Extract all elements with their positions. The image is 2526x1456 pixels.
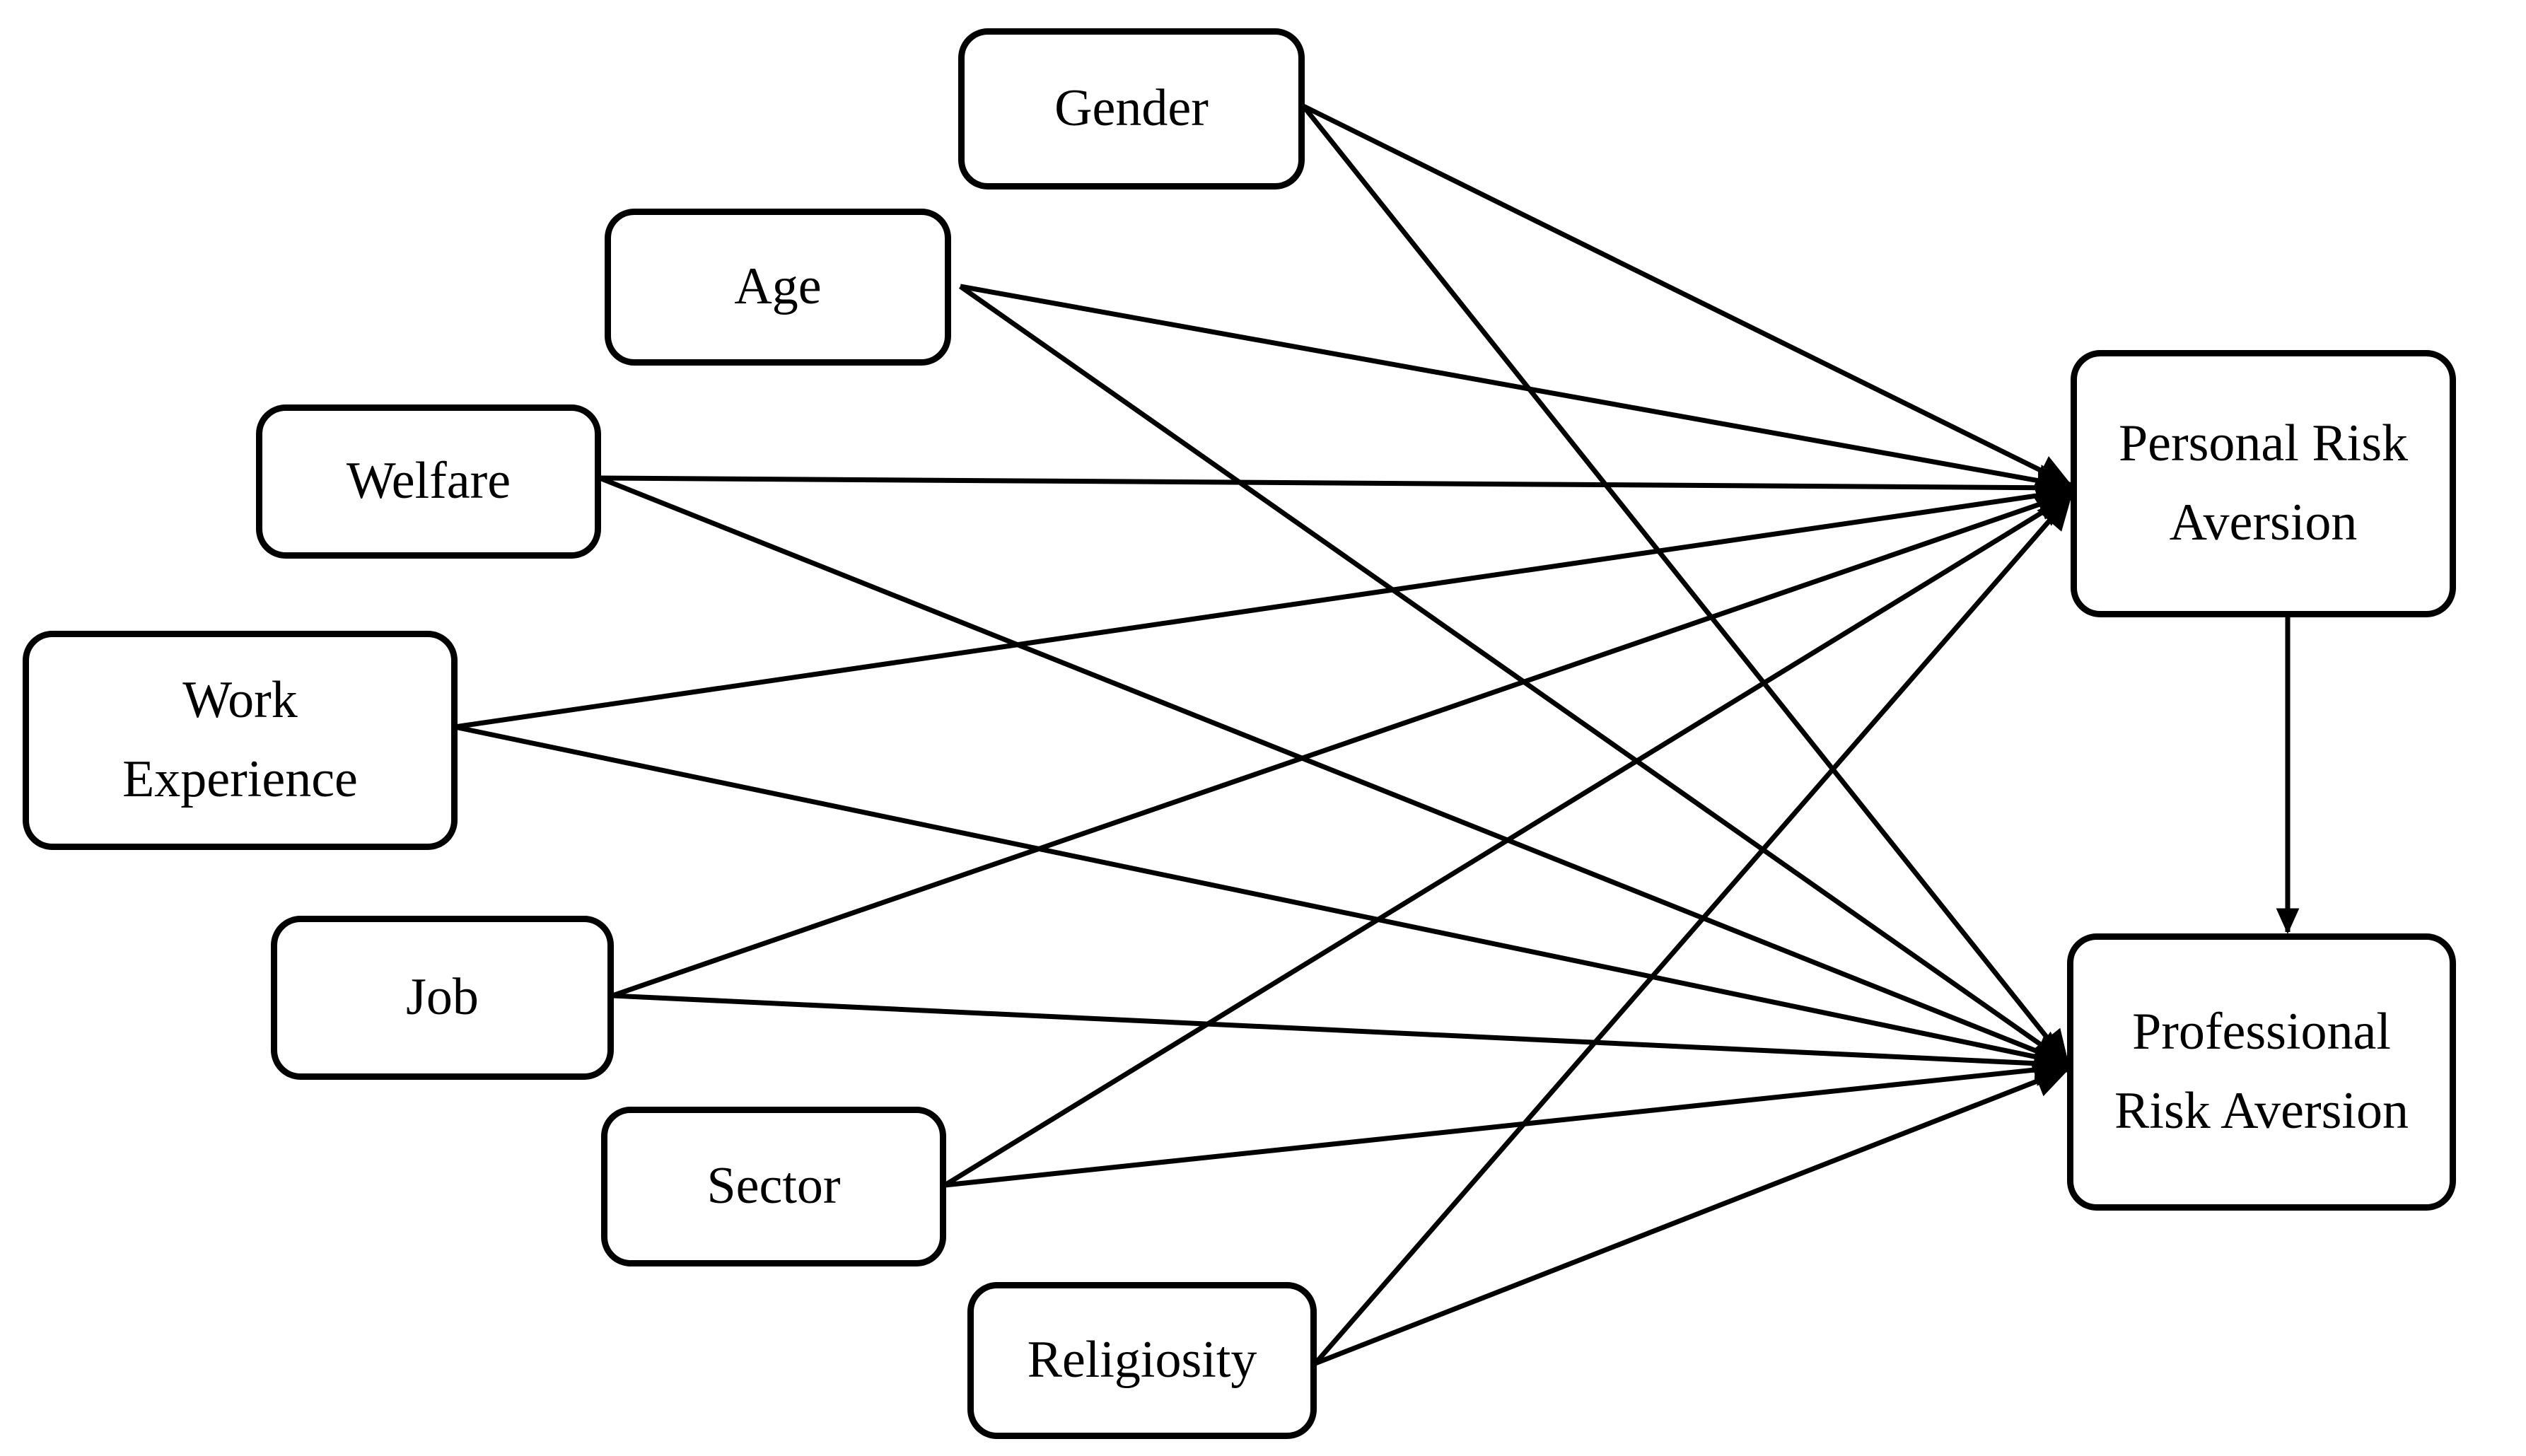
node-work-experience-label-line2: Experience [122,750,358,808]
node-job[interactable]: Job [271,916,614,1080]
edge-religiosity-to-personal [1313,494,2073,1365]
node-sector[interactable]: Sector [601,1107,946,1266]
node-personal-risk-aversion-label-line1: Personal Risk [2118,414,2409,473]
edge-sector-to-personal [943,493,2073,1187]
edge-religiosity-to-professional [1314,1066,2070,1366]
edge-welfare-to-personal [599,471,2073,504]
node-personal-risk-aversion-label-line2: Aversion [2169,494,2358,552]
edge-job-to-professional [612,993,2070,1080]
edge-sector-to-professional [944,1053,2070,1188]
node-welfare-label: Welfare [346,452,511,511]
edge-work-experience-to-personal [454,479,2073,730]
node-professional-risk-aversion[interactable]: Professional Risk Aversion [2067,933,2456,1211]
node-work-experience-label-line1: Work [182,671,298,730]
node-job-label: Job [406,968,479,1027]
node-sector-label: Sector [706,1157,841,1216]
node-gender-label: Gender [1054,79,1209,138]
edge-age-to-professional [958,284,2070,1066]
edge-gender-to-personal [1302,103,2073,488]
edge-gender-to-professional [1301,104,2070,1066]
node-age-label: Age [734,257,822,316]
edge-job-to-personal [611,489,2073,998]
node-religiosity-label: Religiosity [1027,1331,1257,1390]
edge-age-to-personal [960,284,2073,497]
edge-welfare-to-professional [598,475,2070,1067]
node-gender[interactable]: Gender [958,28,1305,190]
node-professional-risk-aversion-label-line1: Professional [2132,1003,2391,1061]
node-work-experience[interactable]: Work Experience [23,631,458,850]
node-personal-risk-aversion[interactable]: Personal Risk Aversion [2071,350,2456,617]
edge-work-experience-to-professional [454,724,2070,1073]
node-professional-risk-aversion-label-line2: Risk Aversion [2114,1082,2409,1140]
node-welfare[interactable]: Welfare [256,404,601,559]
node-age[interactable]: Age [605,209,951,366]
node-religiosity[interactable]: Religiosity [967,1282,1317,1439]
